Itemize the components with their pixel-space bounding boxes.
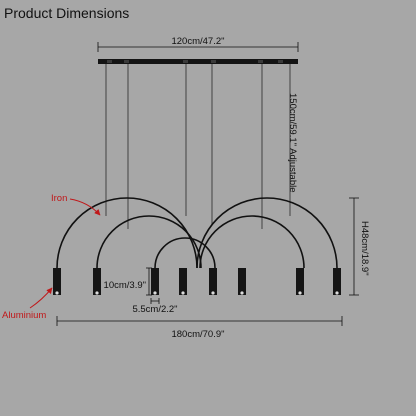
canopy-width-dimension: 120cm/47.2" [97,36,299,52]
pendant-shades [53,268,341,295]
pendant-shade [238,268,246,295]
aluminium-callout: Aluminium [2,287,53,321]
shade-diameter-label: 5.5cm/2.2" [132,304,177,315]
pendant-shade [53,268,61,295]
pendant-shade [333,268,341,295]
shade-diameter-dimension: 5.5cm/2.2" [132,298,178,315]
aluminium-label: Aluminium [2,310,46,321]
pendant-shade [209,268,217,295]
arch-frames [56,197,338,269]
height-dimension: H48cm/18.9" [349,197,370,296]
diagram-title: Product Dimensions [4,5,130,21]
height-label: H48cm/18.9" [359,221,370,276]
shade-height-dimension: 10cm/3.9" [104,267,152,296]
overall-length-dimension: 180cm/70.9" [56,316,343,340]
suspension-length-label: 150cm/59.1" Adjustable [287,93,298,193]
canopy-width-label: 120cm/47.2" [171,36,224,47]
pendant-shade [296,268,304,295]
ceiling-canopy [98,59,298,64]
overall-length-label: 180cm/70.9" [171,329,224,340]
suspension-length-dimension: 150cm/59.1" Adjustable [287,93,298,193]
iron-callout: Iron [51,193,101,216]
pendant-shade [179,268,187,295]
pendant-shade [151,268,159,295]
pendant-shade [93,268,101,295]
iron-label: Iron [51,193,67,204]
shade-height-label: 10cm/3.9" [104,280,146,291]
suspension-wires [105,64,291,229]
